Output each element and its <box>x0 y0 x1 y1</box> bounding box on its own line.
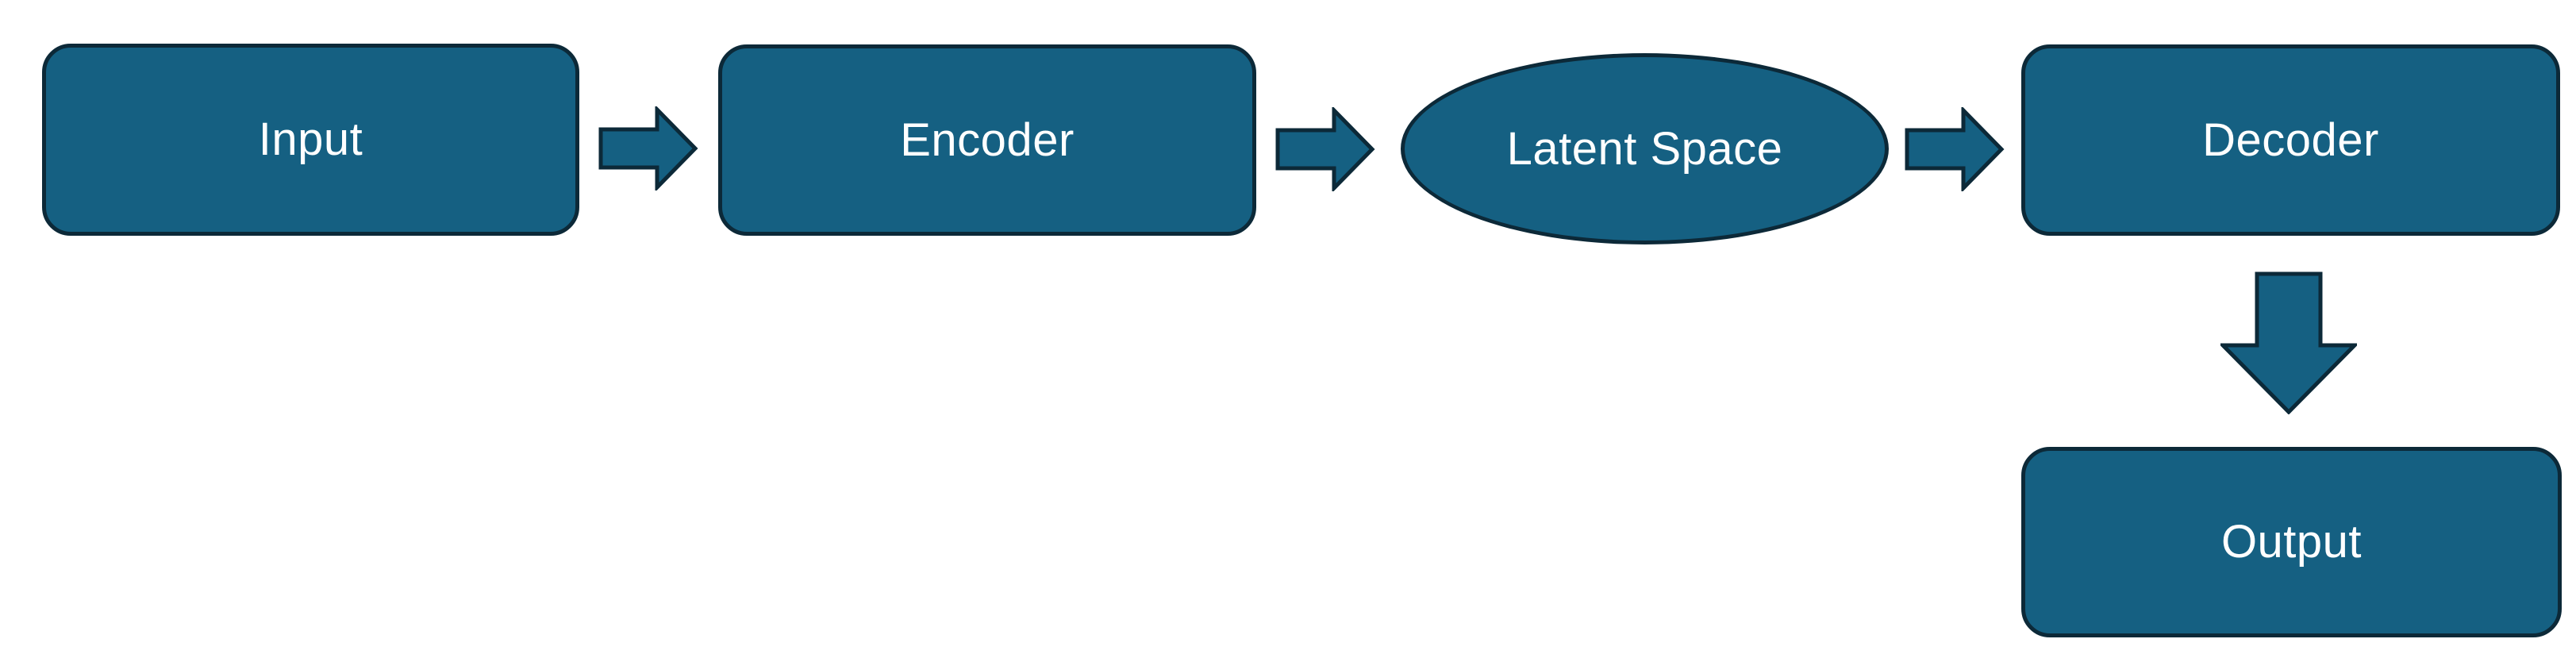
node-encoder-label: Encoder <box>900 114 1075 166</box>
node-latent-space-label: Latent Space <box>1506 122 1783 175</box>
arrow-down-icon-decoder-to-output <box>2220 271 2357 414</box>
node-latent-space: Latent Space <box>1401 53 1889 244</box>
arrow-right-icon-encoder-to-latent-space <box>1275 107 1375 191</box>
node-input: Input <box>42 44 579 236</box>
node-input-label: Input <box>258 114 363 165</box>
node-decoder: Decoder <box>2021 44 2560 236</box>
arrow-right-icon-input-to-encoder <box>598 106 698 191</box>
node-output-label: Output <box>2220 516 2363 568</box>
node-encoder: Encoder <box>718 44 1256 236</box>
arrow-right-icon-latent-space-to-decoder <box>1905 107 2005 191</box>
node-output: Output <box>2021 447 2562 637</box>
node-decoder-label: Decoder <box>2202 114 2379 166</box>
